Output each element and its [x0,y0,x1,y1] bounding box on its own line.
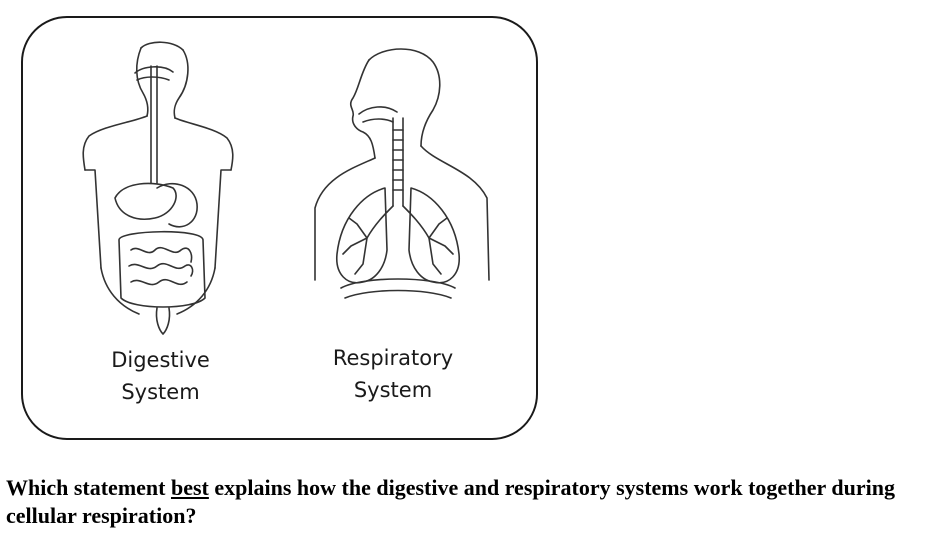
respiratory-label-line-2: System [353,378,433,402]
digestive-system-drawing [82,41,234,335]
question-emphasis: best [170,475,209,500]
digestive-label-line-2: System [121,380,200,404]
respiratory-system-drawing [314,48,490,299]
figure-frame: Digestive System Respiratory System [21,16,538,440]
respiratory-label-line-1: Respiratory [332,346,454,370]
digestive-label-line-1: Digestive [111,348,210,372]
respiratory-system-label: Respiratory System [323,342,463,406]
question-suffix: explains how the digestive and respirato… [6,475,895,528]
digestive-system-label: Digestive System [93,344,228,408]
question-text: Which statement best explains how the di… [6,474,921,530]
question-prefix: Which statement [6,475,171,500]
